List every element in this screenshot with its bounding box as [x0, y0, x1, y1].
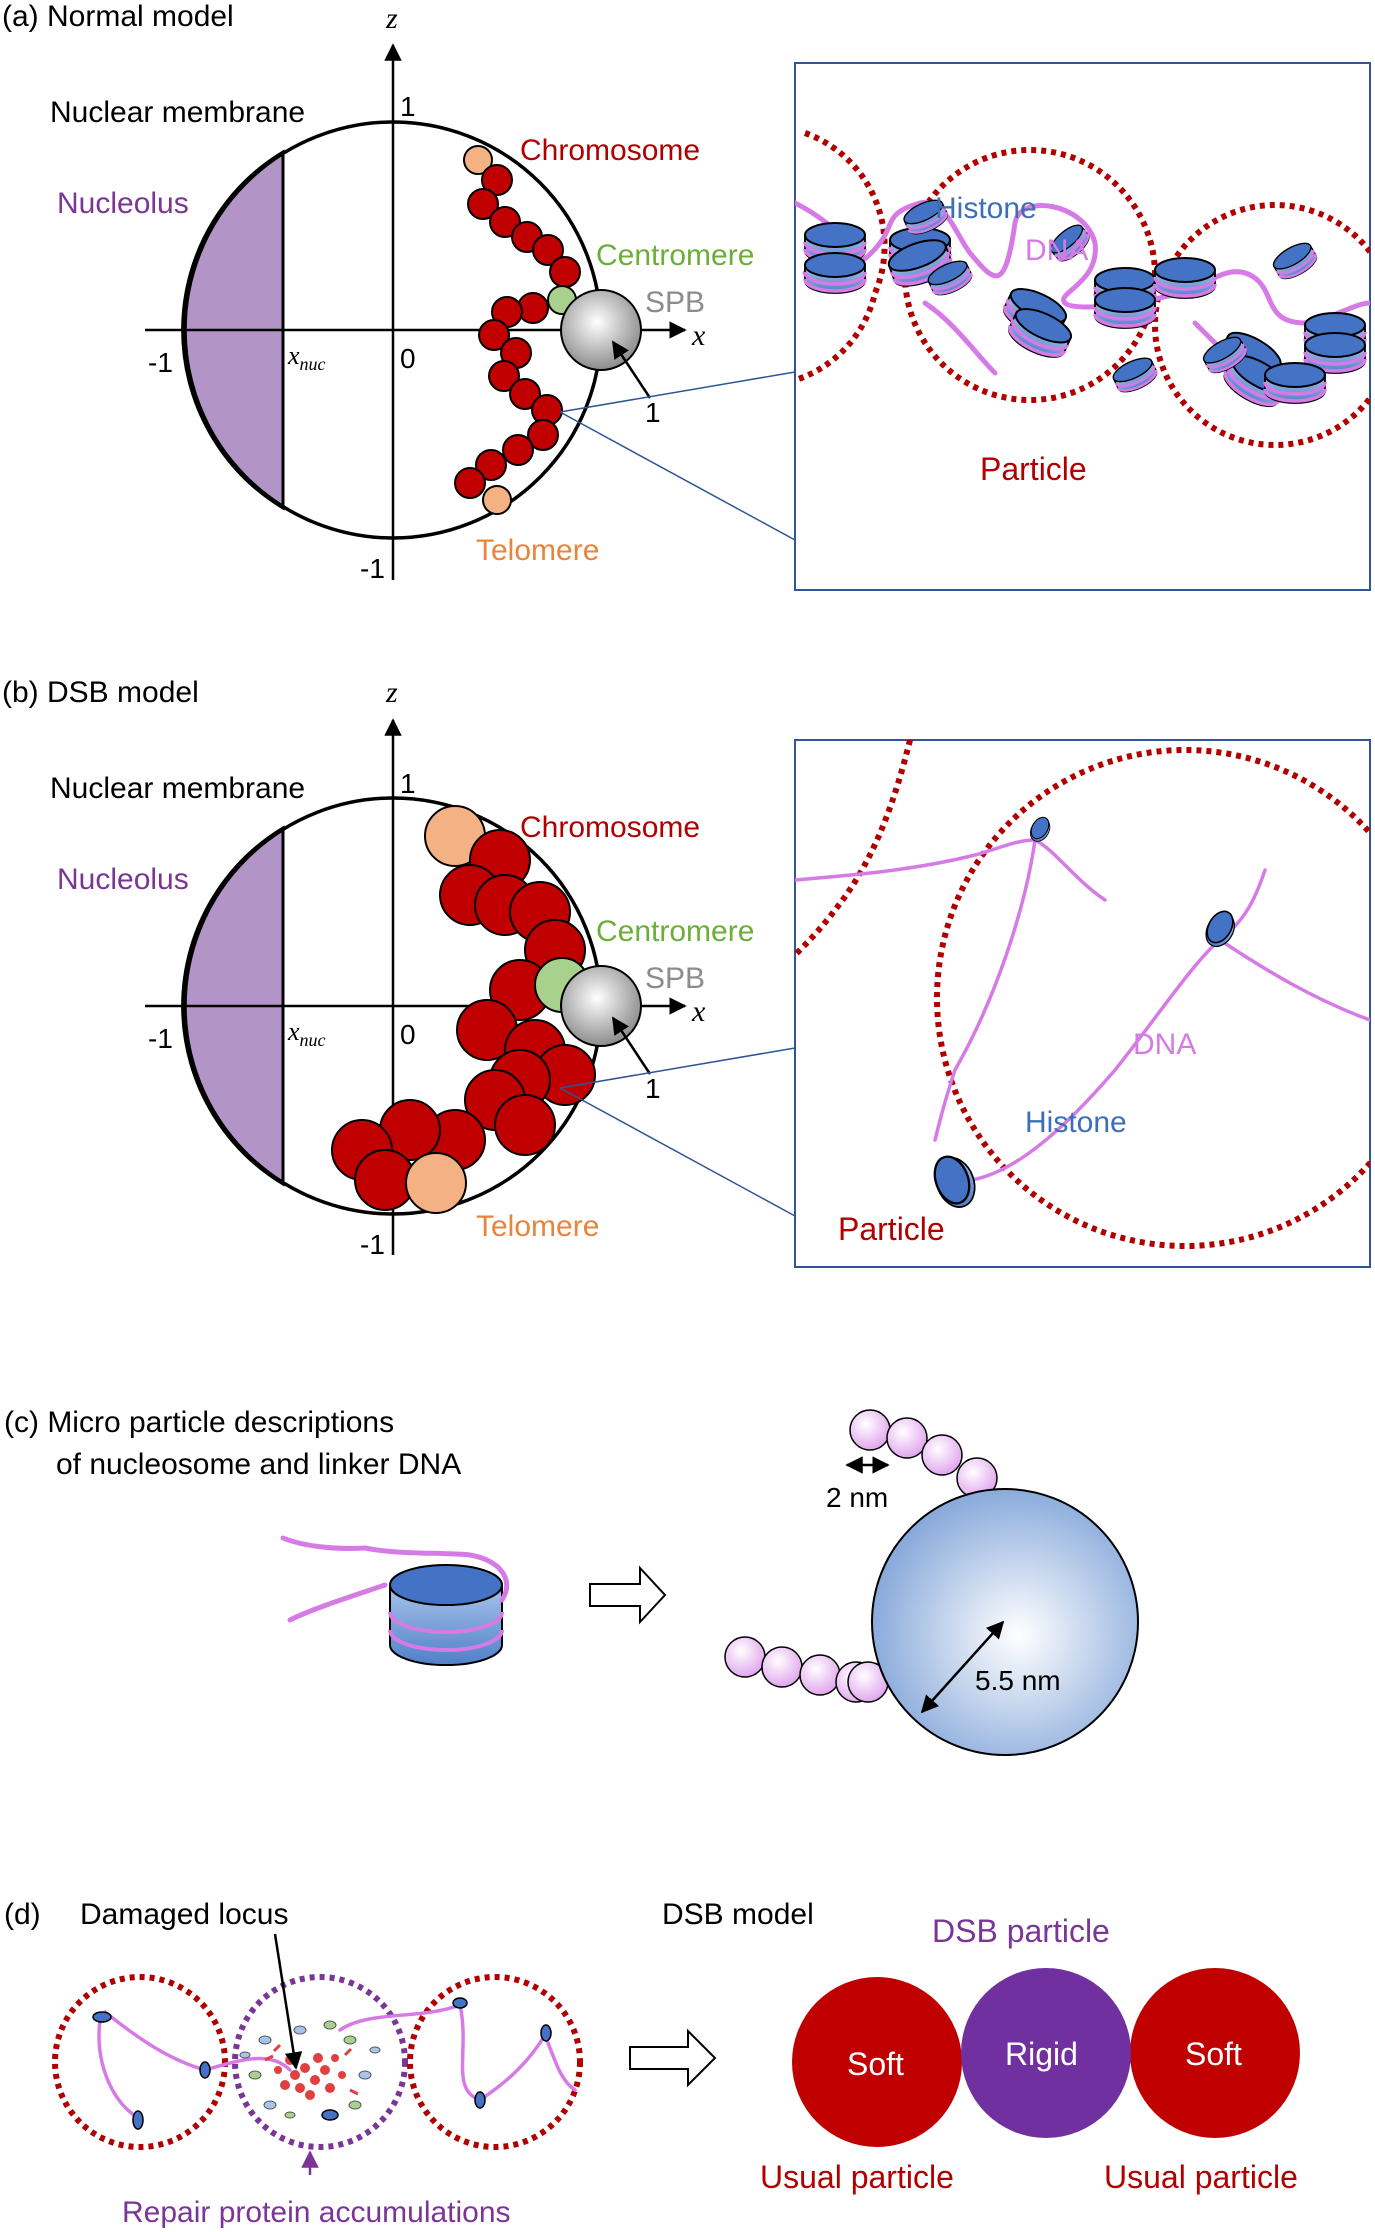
x-axis-label-b: x — [691, 995, 706, 1028]
z-axis-label: z — [385, 2, 398, 35]
spb-radius-label: 1 — [645, 397, 661, 428]
spb-label: SPB — [645, 286, 705, 319]
panel-a: (a) Normal model z x 1 -1 0 -1 xnuc Nucl… — [2, 0, 1371, 591]
inset-b-dna-label: DNA — [1133, 1028, 1196, 1061]
panel-b: (b) DSB model z x 1 -1 0 -1 xnuc Nuclear… — [2, 676, 1371, 1268]
tick-neg1-bottom-b: -1 — [360, 1229, 385, 1260]
spb-label-b: SPB — [645, 962, 705, 995]
chromosome-label-b: Chromosome — [520, 811, 700, 844]
spb-radius-label-b: 1 — [645, 1073, 661, 1104]
spb-radius-arrow — [611, 340, 652, 399]
rigid-label: Rigid — [1005, 2036, 1078, 2072]
radius-label: 5.5 nm — [975, 1665, 1061, 1696]
nuclear-membrane-label: Nuclear membrane — [50, 96, 305, 129]
soft-particle-right — [1130, 1968, 1300, 2138]
tick-neg1-left-b: -1 — [148, 1023, 173, 1054]
centromere-label-b: Centromere — [596, 915, 754, 948]
inset-a — [794, 62, 1371, 591]
usual-particle-label-left: Usual particle — [760, 2159, 954, 2195]
z-axis-label-b: z — [385, 676, 398, 709]
inset-b-particle-label: Particle — [838, 1211, 945, 1247]
soft-label-right: Soft — [1185, 2036, 1242, 2072]
panel-d-heading: (d) — [4, 1898, 41, 1931]
transform-arrow-d — [629, 2028, 717, 2088]
centromere-label: Centromere — [596, 239, 754, 272]
repair-protein-label: Repair protein accumulations — [122, 2196, 511, 2229]
zoom-line-bottom — [559, 411, 796, 541]
dsb-model-label: DSB model — [662, 1898, 814, 1931]
xnuc-label: xnuc — [287, 341, 326, 374]
damaged-chain-drawing — [52, 1974, 583, 2150]
telomere-label: Telomere — [476, 534, 599, 567]
inset-b-histone-label: Histone — [1025, 1106, 1127, 1139]
inset-a-dna-label: DNA — [1025, 234, 1088, 267]
chromosome-chain — [454, 145, 581, 515]
spb-sphere-b — [560, 965, 642, 1047]
bead-spacing-label: 2 nm — [826, 1482, 888, 1513]
damaged-locus-label: Damaged locus — [80, 1898, 288, 1931]
transform-arrow-c — [589, 1565, 667, 1625]
tick-1-top-b: 1 — [400, 768, 416, 799]
tick-0: 0 — [400, 343, 416, 374]
panel-c: (c) Micro particle descriptions of nucle… — [4, 1406, 1139, 1756]
dsb-particle-label: DSB particle — [932, 1913, 1110, 1949]
rigid-dsb-particle — [961, 1968, 1131, 2138]
nucleosome-drawing — [280, 1535, 510, 1666]
zoom-line-bottom-b — [559, 1087, 796, 1217]
tick-1-top: 1 — [400, 91, 416, 122]
chromosome-chain-b — [331, 805, 596, 1214]
inset-a-histone-label: Histone — [935, 192, 1037, 225]
spb-radius-arrow-b — [611, 1016, 652, 1075]
tick-neg1-bottom: -1 — [360, 553, 385, 584]
panel-a-heading: (a) Normal model — [2, 0, 234, 33]
nucleolus-label-b: Nucleolus — [57, 863, 189, 896]
radius-arrow — [920, 1620, 1005, 1714]
zoom-line-top — [559, 371, 796, 413]
usual-particle-label-right: Usual particle — [1104, 2159, 1298, 2195]
nuclear-membrane-label-b: Nuclear membrane — [50, 772, 305, 805]
xnuc-label-b: xnuc — [287, 1017, 326, 1050]
nucleolus-label: Nucleolus — [57, 187, 189, 220]
chromosome-label: Chromosome — [520, 134, 700, 167]
inset-b — [794, 739, 1371, 1268]
panel-c-heading-line2: of nucleosome and linker DNA — [56, 1448, 461, 1481]
damaged-locus-arrow — [273, 1933, 303, 2070]
spb-sphere — [560, 289, 642, 371]
tick-neg1-left: -1 — [148, 347, 173, 378]
panel-d: (d) Damaged locus — [4, 1898, 1300, 2229]
tick-0-b: 0 — [400, 1019, 416, 1050]
soft-particle-left — [792, 1977, 962, 2147]
soft-label-left: Soft — [847, 2046, 904, 2082]
zoom-line-top-b — [559, 1047, 796, 1089]
panel-b-heading: (b) DSB model — [2, 676, 199, 709]
inset-a-particle-label: Particle — [980, 451, 1087, 487]
telomere-label-b: Telomere — [476, 1210, 599, 1243]
x-axis-label: x — [691, 319, 706, 352]
panel-c-heading-line1: (c) Micro particle descriptions — [4, 1406, 394, 1439]
